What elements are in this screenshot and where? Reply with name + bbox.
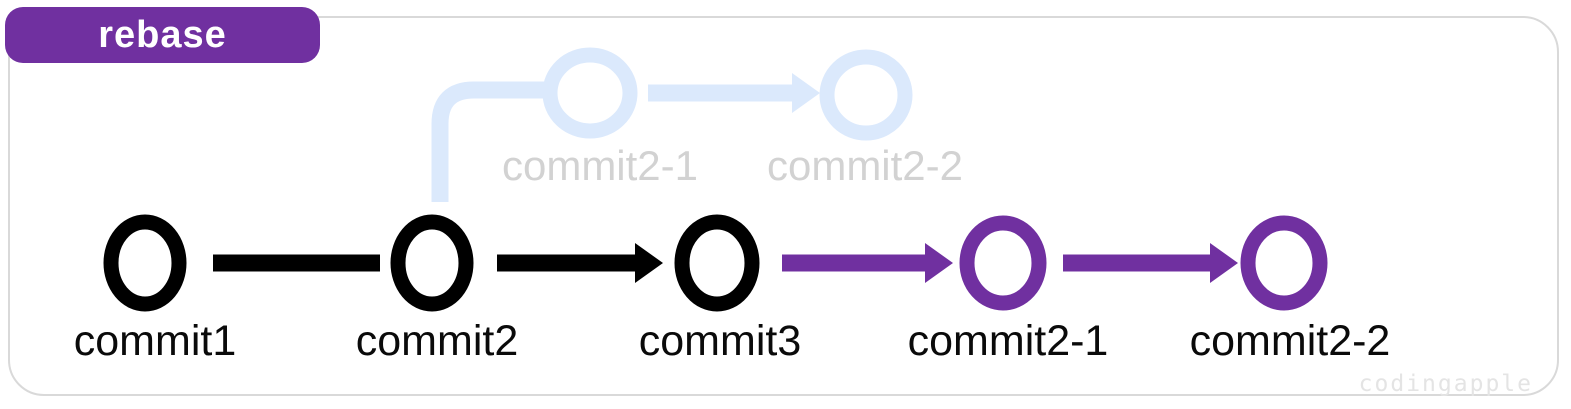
faded-arrow-shaft (648, 84, 792, 102)
commit-label-2: commit2 (356, 317, 518, 365)
arrow-commit3-commit2-1-head (925, 243, 953, 283)
rebase-badge: rebase (5, 7, 320, 63)
commit-node-3 (674, 214, 760, 312)
commit-label-3: commit3 (639, 317, 801, 365)
arrow-commit3-commit2-1-shaft (782, 254, 925, 272)
faded-commit-label-1: commit2-1 (502, 142, 698, 189)
arrow-commit2-1-commit2-2-shaft (1063, 254, 1210, 272)
arrow-commit2-commit3-shaft (497, 254, 635, 272)
arrow-commit2-1-commit2-2-head (1210, 243, 1238, 283)
commit-label-2-1: commit2-1 (908, 317, 1109, 365)
commit-node-2-2 (1240, 215, 1328, 311)
commit-node-1 (103, 214, 187, 312)
commit-node-2 (390, 214, 474, 312)
connector-commit1-commit2 (213, 254, 380, 272)
faded-commit-label-2: commit2-2 (767, 142, 963, 189)
diagram-card (8, 16, 1559, 396)
commit-label-1: commit1 (74, 317, 236, 365)
faded-arrow-head (792, 73, 820, 113)
faded-commit-node-1 (542, 47, 638, 139)
faded-commit-node-2 (819, 49, 913, 141)
commit-label-2-2: commit2-2 (1190, 317, 1391, 365)
rebase-badge-label: rebase (98, 13, 227, 56)
faded-branch-elbow-connector (431, 81, 548, 202)
commit-node-2-1 (959, 215, 1047, 311)
arrow-commit2-commit3-head (635, 243, 663, 283)
watermark-text: codingapple (1359, 371, 1533, 397)
